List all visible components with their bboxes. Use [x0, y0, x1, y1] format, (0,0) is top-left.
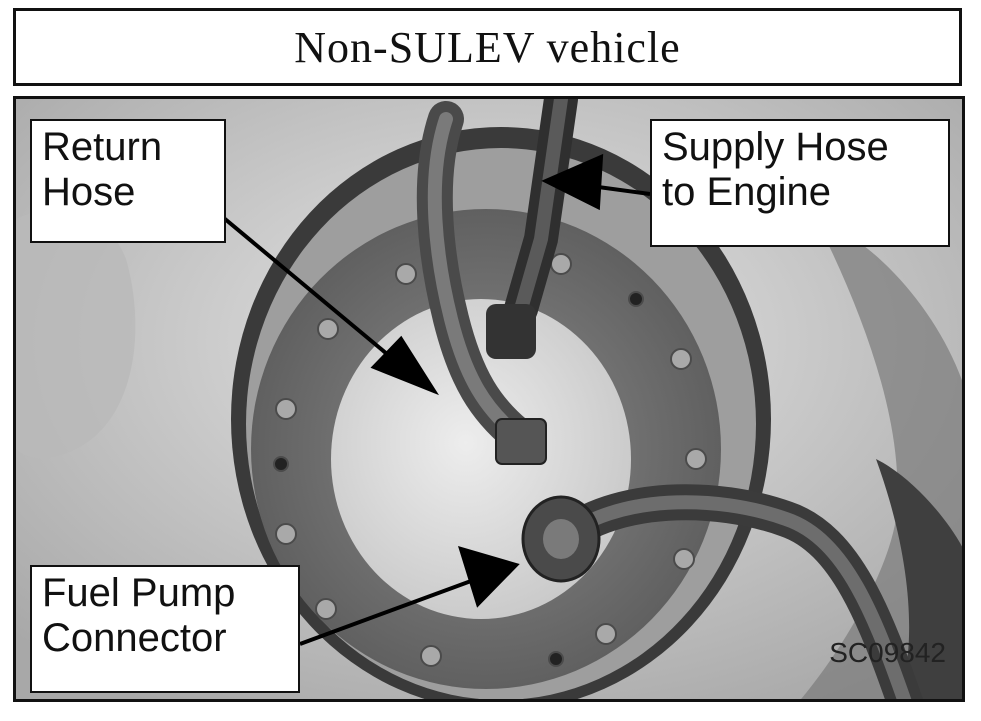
callout-arrows [199, 153, 651, 646]
fuel-pump-connector-label-line1: Fuel Pump [42, 571, 236, 615]
supply-hose-label-line2: to Engine [662, 169, 832, 214]
fuel-pump-connector-callout: Fuel Pump Connector [30, 565, 300, 693]
supply-hose-label-line1: Supply Hose [662, 125, 889, 169]
fuel-pump-photo: Return Hose Supply Hose to Engine Fuel P… [13, 96, 965, 702]
title-box: Non-SULEV vehicle [13, 8, 962, 86]
return-hose-arrow-line [199, 197, 413, 376]
supply-hose-callout: Supply Hose to Engine [650, 119, 950, 247]
supply-hose-arrow-head [541, 153, 604, 211]
return-hose-callout: Return Hose [30, 119, 226, 243]
return-hose-fitting [495, 418, 547, 465]
pump-connector-arrow-head [457, 546, 520, 608]
return-hose-label-line1: Return [42, 125, 163, 169]
image-code: SC09842 [829, 637, 946, 668]
fuel-pump-connector-label-line2: Connector [42, 615, 227, 660]
flange-bolts [273, 253, 707, 667]
supply-hose-fitting [486, 304, 536, 359]
return-hose-arrow-head [370, 335, 440, 396]
return-hose-label-line2: Hose [42, 169, 136, 214]
pump-connector-arrow-line [299, 579, 472, 646]
figure-title: Non-SULEV vehicle [294, 22, 681, 72]
